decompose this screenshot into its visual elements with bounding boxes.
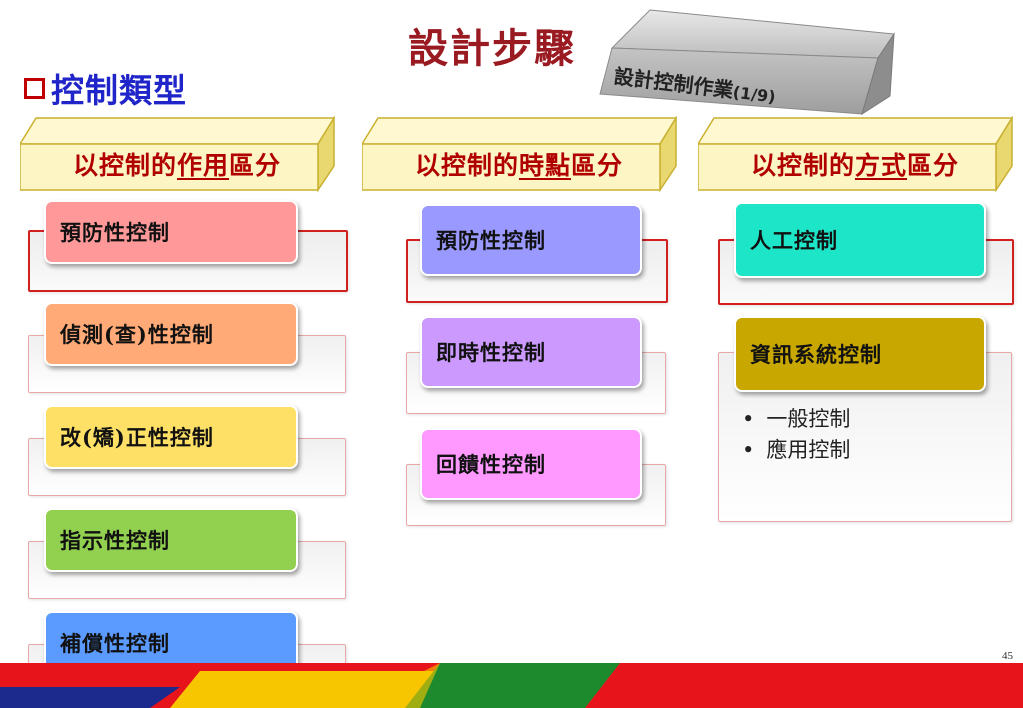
column-header-method: 以控制的方式區分 [698, 116, 1014, 192]
subtitle-text: 控制類型 [51, 71, 187, 110]
bullet-icon: • [742, 407, 755, 431]
page-number: 45 [1002, 650, 1013, 662]
header-prefix: 以控制的 [72, 151, 177, 180]
sub-item: •一般控制 [742, 407, 851, 431]
list-item: 改(矯)正性控制 [44, 405, 298, 469]
page-title: 設計步驟 [408, 25, 576, 72]
footer-stripe [0, 663, 1023, 708]
header-key: 時點 [518, 151, 571, 180]
column-header-timing: 以控制的時點區分 [362, 116, 678, 192]
list-item: 資訊系統控制 [734, 316, 986, 392]
list-item: 回饋性控制 [420, 428, 642, 500]
list-item: 偵測(查)性控制 [44, 302, 298, 366]
header-suffix: 區分 [571, 151, 624, 180]
list-item: 即時性控制 [420, 316, 642, 388]
header-key: 作用 [176, 151, 229, 180]
sub-item: •應用控制 [742, 438, 851, 462]
title-box-shape [599, 9, 895, 116]
column-header-function: 以控制的作用區分 [20, 116, 336, 192]
bullet-icon: • [742, 438, 755, 462]
list-item: 預防性控制 [420, 204, 642, 276]
title-box: 設計控制作業(1/9) [598, 8, 898, 116]
header-suffix: 區分 [229, 151, 282, 180]
header-key: 方式 [854, 151, 907, 180]
square-bullet-icon [24, 77, 45, 99]
subtitle: 控制類型 [24, 64, 187, 112]
list-item: 指示性控制 [44, 508, 298, 572]
list-item: 預防性控制 [44, 200, 298, 264]
title-box-suffix: (1/9) [731, 82, 777, 107]
header-suffix: 區分 [907, 151, 960, 180]
header-prefix: 以控制的 [414, 151, 519, 180]
header-prefix: 以控制的 [750, 151, 855, 180]
list-item: 人工控制 [734, 202, 986, 278]
sub-item-list: •一般控制 •應用控制 [742, 404, 850, 466]
